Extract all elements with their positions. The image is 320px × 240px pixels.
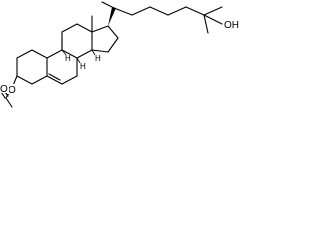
hydroxyl-label: OH [224,20,239,31]
angular-methyls [61,15,93,51]
wedge-c17-c20 [108,7,116,26]
carbonyl-oxygen-label: O [0,84,8,95]
methyl-c21 [101,1,115,9]
side-chain [101,1,223,34]
ring-a [16,49,48,85]
methyl-terminal [203,14,209,34]
stereo-hashes [61,49,96,64]
ester-oxygen-label: O [8,85,16,96]
ring-d [91,25,119,53]
ring-b [46,49,78,85]
double-bond-c5-c6 [48,73,61,81]
stereo-h-c14-label: H [95,54,101,63]
stereo-h-c8-label: H [80,62,86,71]
stereo-h-c9-label: H [65,54,71,63]
chemical-structure: OH O O H H H [0,1,247,108]
